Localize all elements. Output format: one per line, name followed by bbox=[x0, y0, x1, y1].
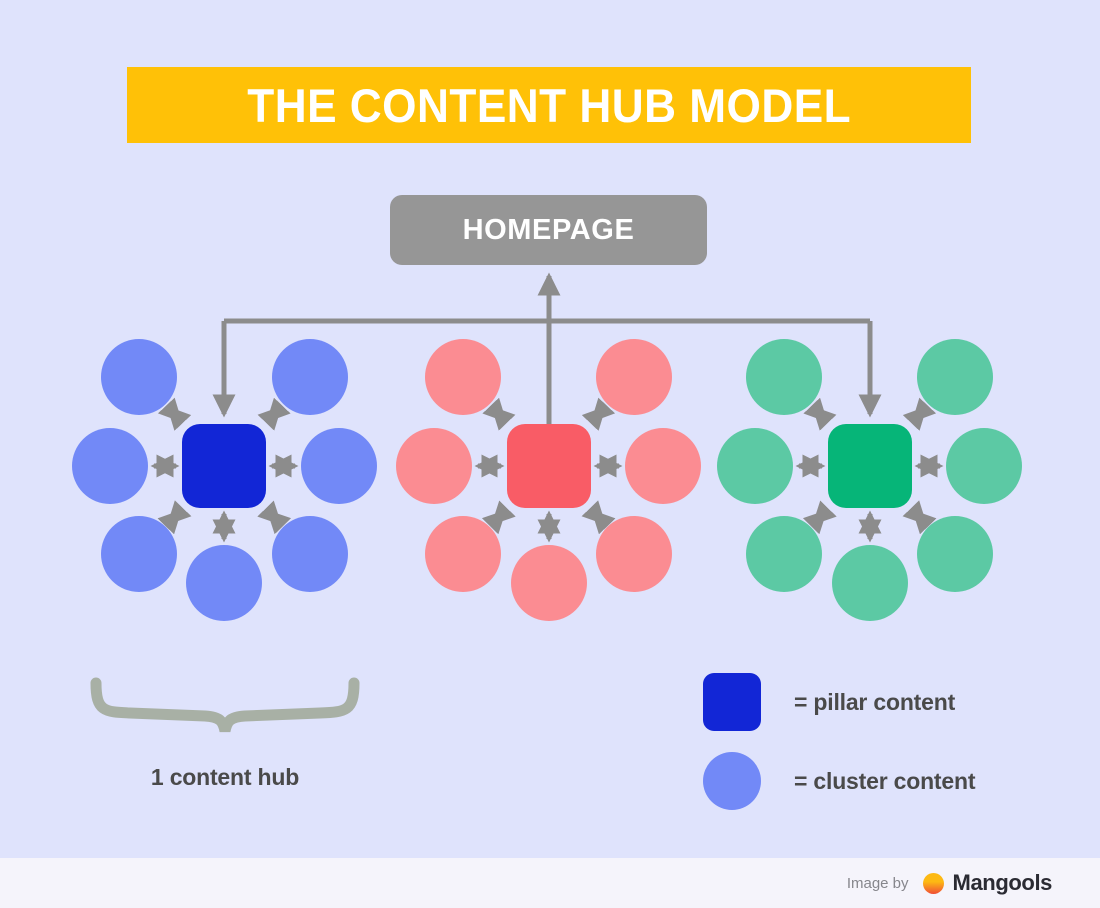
hub-green-cluster-1[interactable] bbox=[917, 339, 993, 415]
hub-red-cluster-6[interactable] bbox=[511, 545, 587, 621]
hub-blue-link-1 bbox=[257, 397, 291, 431]
legend: = pillar content = cluster content bbox=[703, 673, 975, 831]
hub-green-cluster-0[interactable] bbox=[746, 339, 822, 415]
hub-green bbox=[717, 339, 1022, 621]
hub-green-cluster-3[interactable] bbox=[946, 428, 1022, 504]
hub-red-cluster-1[interactable] bbox=[596, 339, 672, 415]
legend-label-pillar: = pillar content bbox=[794, 688, 956, 715]
hub-green-cluster-4[interactable] bbox=[746, 516, 822, 592]
hub-groups bbox=[72, 339, 1022, 621]
hub-blue-cluster-0[interactable] bbox=[101, 339, 177, 415]
hub-red-link-4 bbox=[481, 500, 516, 535]
footer-bar: Image by Mangools bbox=[0, 858, 1100, 908]
homepage-node[interactable]: HOMEPAGE bbox=[390, 195, 707, 265]
mangools-logo-icon bbox=[922, 872, 944, 894]
brace-shape bbox=[90, 677, 360, 733]
hub-green-link-5 bbox=[902, 500, 937, 535]
hub-red-link-5 bbox=[581, 500, 616, 535]
hub-blue-link-4 bbox=[157, 500, 192, 535]
legend-swatch-pillar bbox=[703, 673, 761, 731]
hub-blue-link-0 bbox=[157, 397, 192, 431]
hub-blue-cluster-2[interactable] bbox=[72, 428, 148, 504]
content-hub-brace bbox=[90, 677, 360, 733]
hub-blue-link-5 bbox=[257, 500, 292, 535]
hub-red-cluster-5[interactable] bbox=[596, 516, 672, 592]
hub-red-link-1 bbox=[581, 397, 616, 431]
legend-item-pillar: = pillar content bbox=[703, 673, 975, 731]
hub-red-cluster-2[interactable] bbox=[396, 428, 472, 504]
page-title: THE CONTENT HUB MODEL bbox=[247, 78, 851, 132]
legend-item-cluster: = cluster content bbox=[703, 752, 975, 810]
hub-blue-cluster-6[interactable] bbox=[186, 545, 262, 621]
hub-green-cluster-5[interactable] bbox=[917, 516, 993, 592]
homepage-label: HOMEPAGE bbox=[462, 213, 635, 246]
hub-blue-cluster-3[interactable] bbox=[301, 428, 377, 504]
hub-green-cluster-2[interactable] bbox=[717, 428, 793, 504]
legend-label-cluster: = cluster content bbox=[794, 767, 976, 794]
mangools-wordmark: Mangools bbox=[952, 870, 1053, 895]
footer-credit-text: Image by bbox=[846, 874, 909, 892]
hub-blue-pillar[interactable] bbox=[182, 424, 266, 508]
hub-blue-cluster-5[interactable] bbox=[272, 516, 348, 592]
hub-red-cluster-3[interactable] bbox=[625, 428, 701, 504]
hub-green-link-1 bbox=[902, 397, 937, 431]
title-banner: THE CONTENT HUB MODEL bbox=[127, 67, 971, 143]
hub-green-pillar[interactable] bbox=[828, 424, 912, 508]
legend-swatch-cluster bbox=[703, 752, 761, 810]
hub-blue bbox=[72, 339, 377, 621]
hub-red-pillar[interactable] bbox=[507, 424, 591, 508]
hub-blue-cluster-4[interactable] bbox=[101, 516, 177, 592]
content-hub-caption: 1 content hub bbox=[150, 764, 300, 790]
hub-red bbox=[396, 339, 701, 621]
hub-green-link-4 bbox=[802, 500, 837, 535]
hub-red-cluster-0[interactable] bbox=[425, 339, 501, 415]
footer-credit-group: Image by Mangools bbox=[846, 870, 1053, 896]
hub-red-link-0 bbox=[482, 397, 516, 431]
hub-green-link-0 bbox=[803, 397, 837, 431]
hub-red-cluster-4[interactable] bbox=[425, 516, 501, 592]
hub-blue-cluster-1[interactable] bbox=[272, 339, 348, 415]
hub-green-cluster-6[interactable] bbox=[832, 545, 908, 621]
